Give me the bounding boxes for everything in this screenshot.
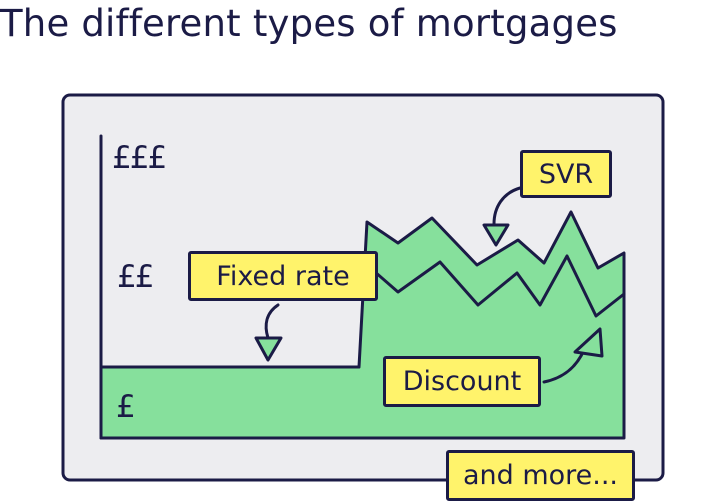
svr-arrowhead [482, 223, 510, 247]
callout-svr: SVR [520, 150, 612, 198]
axis-label-low: £ [116, 389, 136, 425]
axis-label-high: £££ [112, 140, 167, 176]
callout-fixed-rate: Fixed rate [188, 251, 378, 301]
fixed-rate-arrowhead [254, 336, 283, 362]
discount-line [365, 254, 626, 318]
discount-arrowhead [573, 327, 604, 358]
axis-label-mid: ££ [117, 259, 154, 295]
callout-and-more: and more... [446, 450, 635, 501]
svr-arrow [492, 186, 522, 226]
page-title: The different types of mortgages [0, 2, 618, 45]
callout-discount: Discount [383, 356, 541, 407]
fixed-rate-arrow [264, 303, 280, 340]
